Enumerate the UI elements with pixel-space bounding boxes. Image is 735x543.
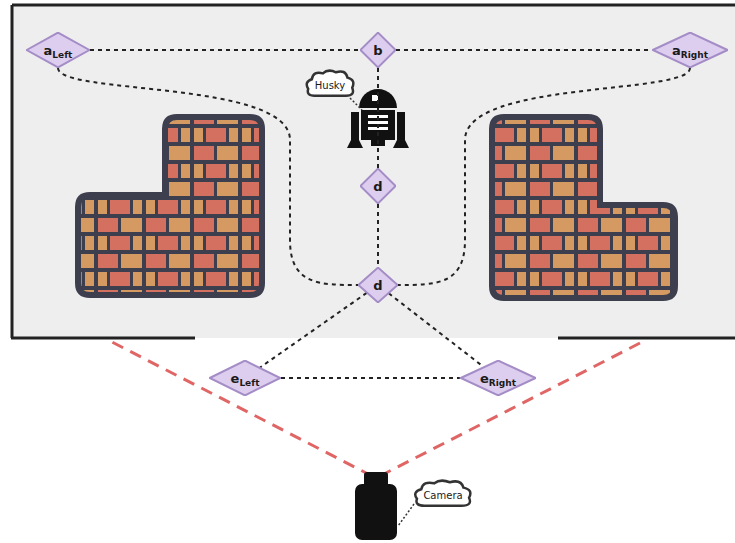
waypoint-diamond: aRight — [652, 32, 728, 68]
brick-wall — [78, 117, 262, 295]
waypoint-letter: a — [44, 43, 53, 58]
node-label: d — [373, 277, 382, 293]
callout-cloud: Husky — [304, 68, 356, 100]
waypoint-diamond: eRight — [460, 360, 536, 396]
waypoint-diamond: d — [360, 168, 396, 204]
path-connector — [377, 204, 379, 267]
waypoint-subscript: Right — [681, 50, 708, 60]
waypoint-letter: e — [231, 371, 240, 386]
path-connector — [377, 68, 379, 168]
waypoint-letter: b — [373, 43, 382, 58]
path-connector — [260, 293, 367, 368]
camera-field-of-view — [112, 342, 642, 476]
callout-text: Husky — [315, 80, 345, 91]
leader-line — [350, 98, 414, 526]
node-label: d — [373, 178, 382, 194]
node-label: aLeft — [44, 42, 73, 58]
waypoint-diamond: eLeft — [209, 360, 281, 396]
path-connector — [398, 68, 690, 285]
waypoint-subscript: Right — [489, 378, 516, 388]
node-label: eLeft — [231, 370, 260, 386]
waypoint-letter: d — [373, 179, 382, 194]
path-connector — [396, 49, 652, 51]
waypoint-letter: d — [373, 278, 382, 293]
callout-text: Camera — [423, 490, 462, 501]
node-label: b — [373, 42, 382, 58]
path-connector — [90, 49, 360, 51]
path-connector — [58, 68, 358, 285]
path-connector — [389, 293, 484, 367]
waypoint-letter: e — [480, 371, 489, 386]
node-label: aRight — [672, 42, 708, 58]
brick-wall — [492, 117, 675, 298]
node-label: Camera — [423, 486, 462, 502]
room-walls — [11, 5, 735, 338]
waypoint-subscript: Left — [239, 378, 259, 388]
waypoint-diamond: d — [358, 267, 398, 303]
waypoint-diamond: b — [360, 32, 396, 68]
room-floor — [12, 5, 735, 338]
waypoint-subscript: Left — [52, 50, 72, 60]
camera-icon — [355, 472, 397, 540]
path-connector — [281, 377, 460, 379]
callout-cloud: Camera — [412, 478, 474, 510]
waypoint-diamond: aLeft — [26, 32, 90, 68]
waypoint-letter: a — [672, 43, 681, 58]
node-label: Husky — [315, 76, 345, 92]
node-label: eRight — [480, 370, 516, 386]
